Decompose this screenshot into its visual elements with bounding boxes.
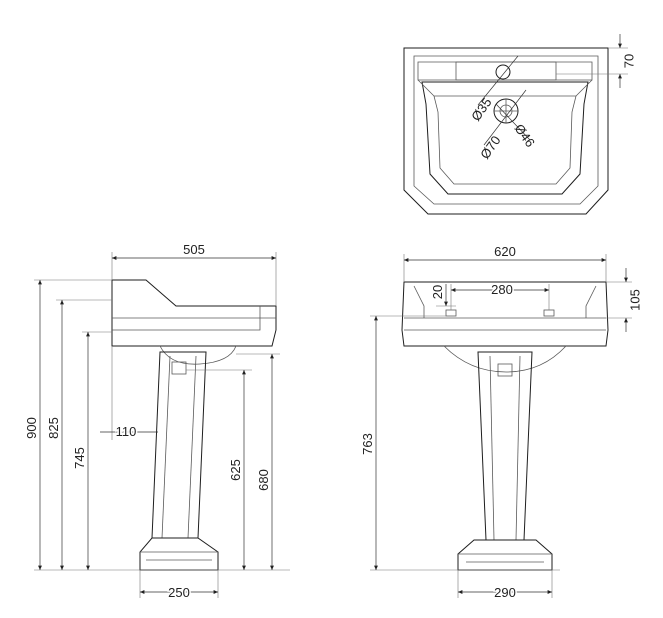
side-view-pedestal <box>139 351 219 571</box>
side-view-basin <box>111 279 277 365</box>
waste-outlet-label: Ø46 <box>512 121 538 150</box>
side-height-900-label: 900 <box>24 417 39 439</box>
tap-offset-label: 70 <box>622 54 637 68</box>
waste-hole-label: Ø70 <box>477 133 503 162</box>
top-view-basin <box>403 47 609 215</box>
side-depth-label: 505 <box>183 242 205 257</box>
side-height-680-label: 680 <box>256 469 271 491</box>
basin-depth-label: 105 <box>628 289 643 311</box>
waste-hole <box>493 98 519 124</box>
tap-hole-label: Ø35 <box>468 95 494 124</box>
side-height-825-label: 825 <box>46 417 61 439</box>
front-width-label: 620 <box>494 244 516 259</box>
side-height-625-label: 625 <box>228 459 243 481</box>
front-height-763-label: 763 <box>360 433 375 455</box>
side-height-745-label: 745 <box>72 447 87 469</box>
overflow-spacing-label: 280 <box>491 282 513 297</box>
pedestal-offset-label: 110 <box>116 424 137 439</box>
tap-hole <box>495 64 511 80</box>
front-base-width-label: 290 <box>494 585 516 600</box>
side-base-width-label: 250 <box>168 585 190 600</box>
overflow-drop-label: 20 <box>430 285 445 299</box>
front-view-pedestal <box>457 351 553 571</box>
